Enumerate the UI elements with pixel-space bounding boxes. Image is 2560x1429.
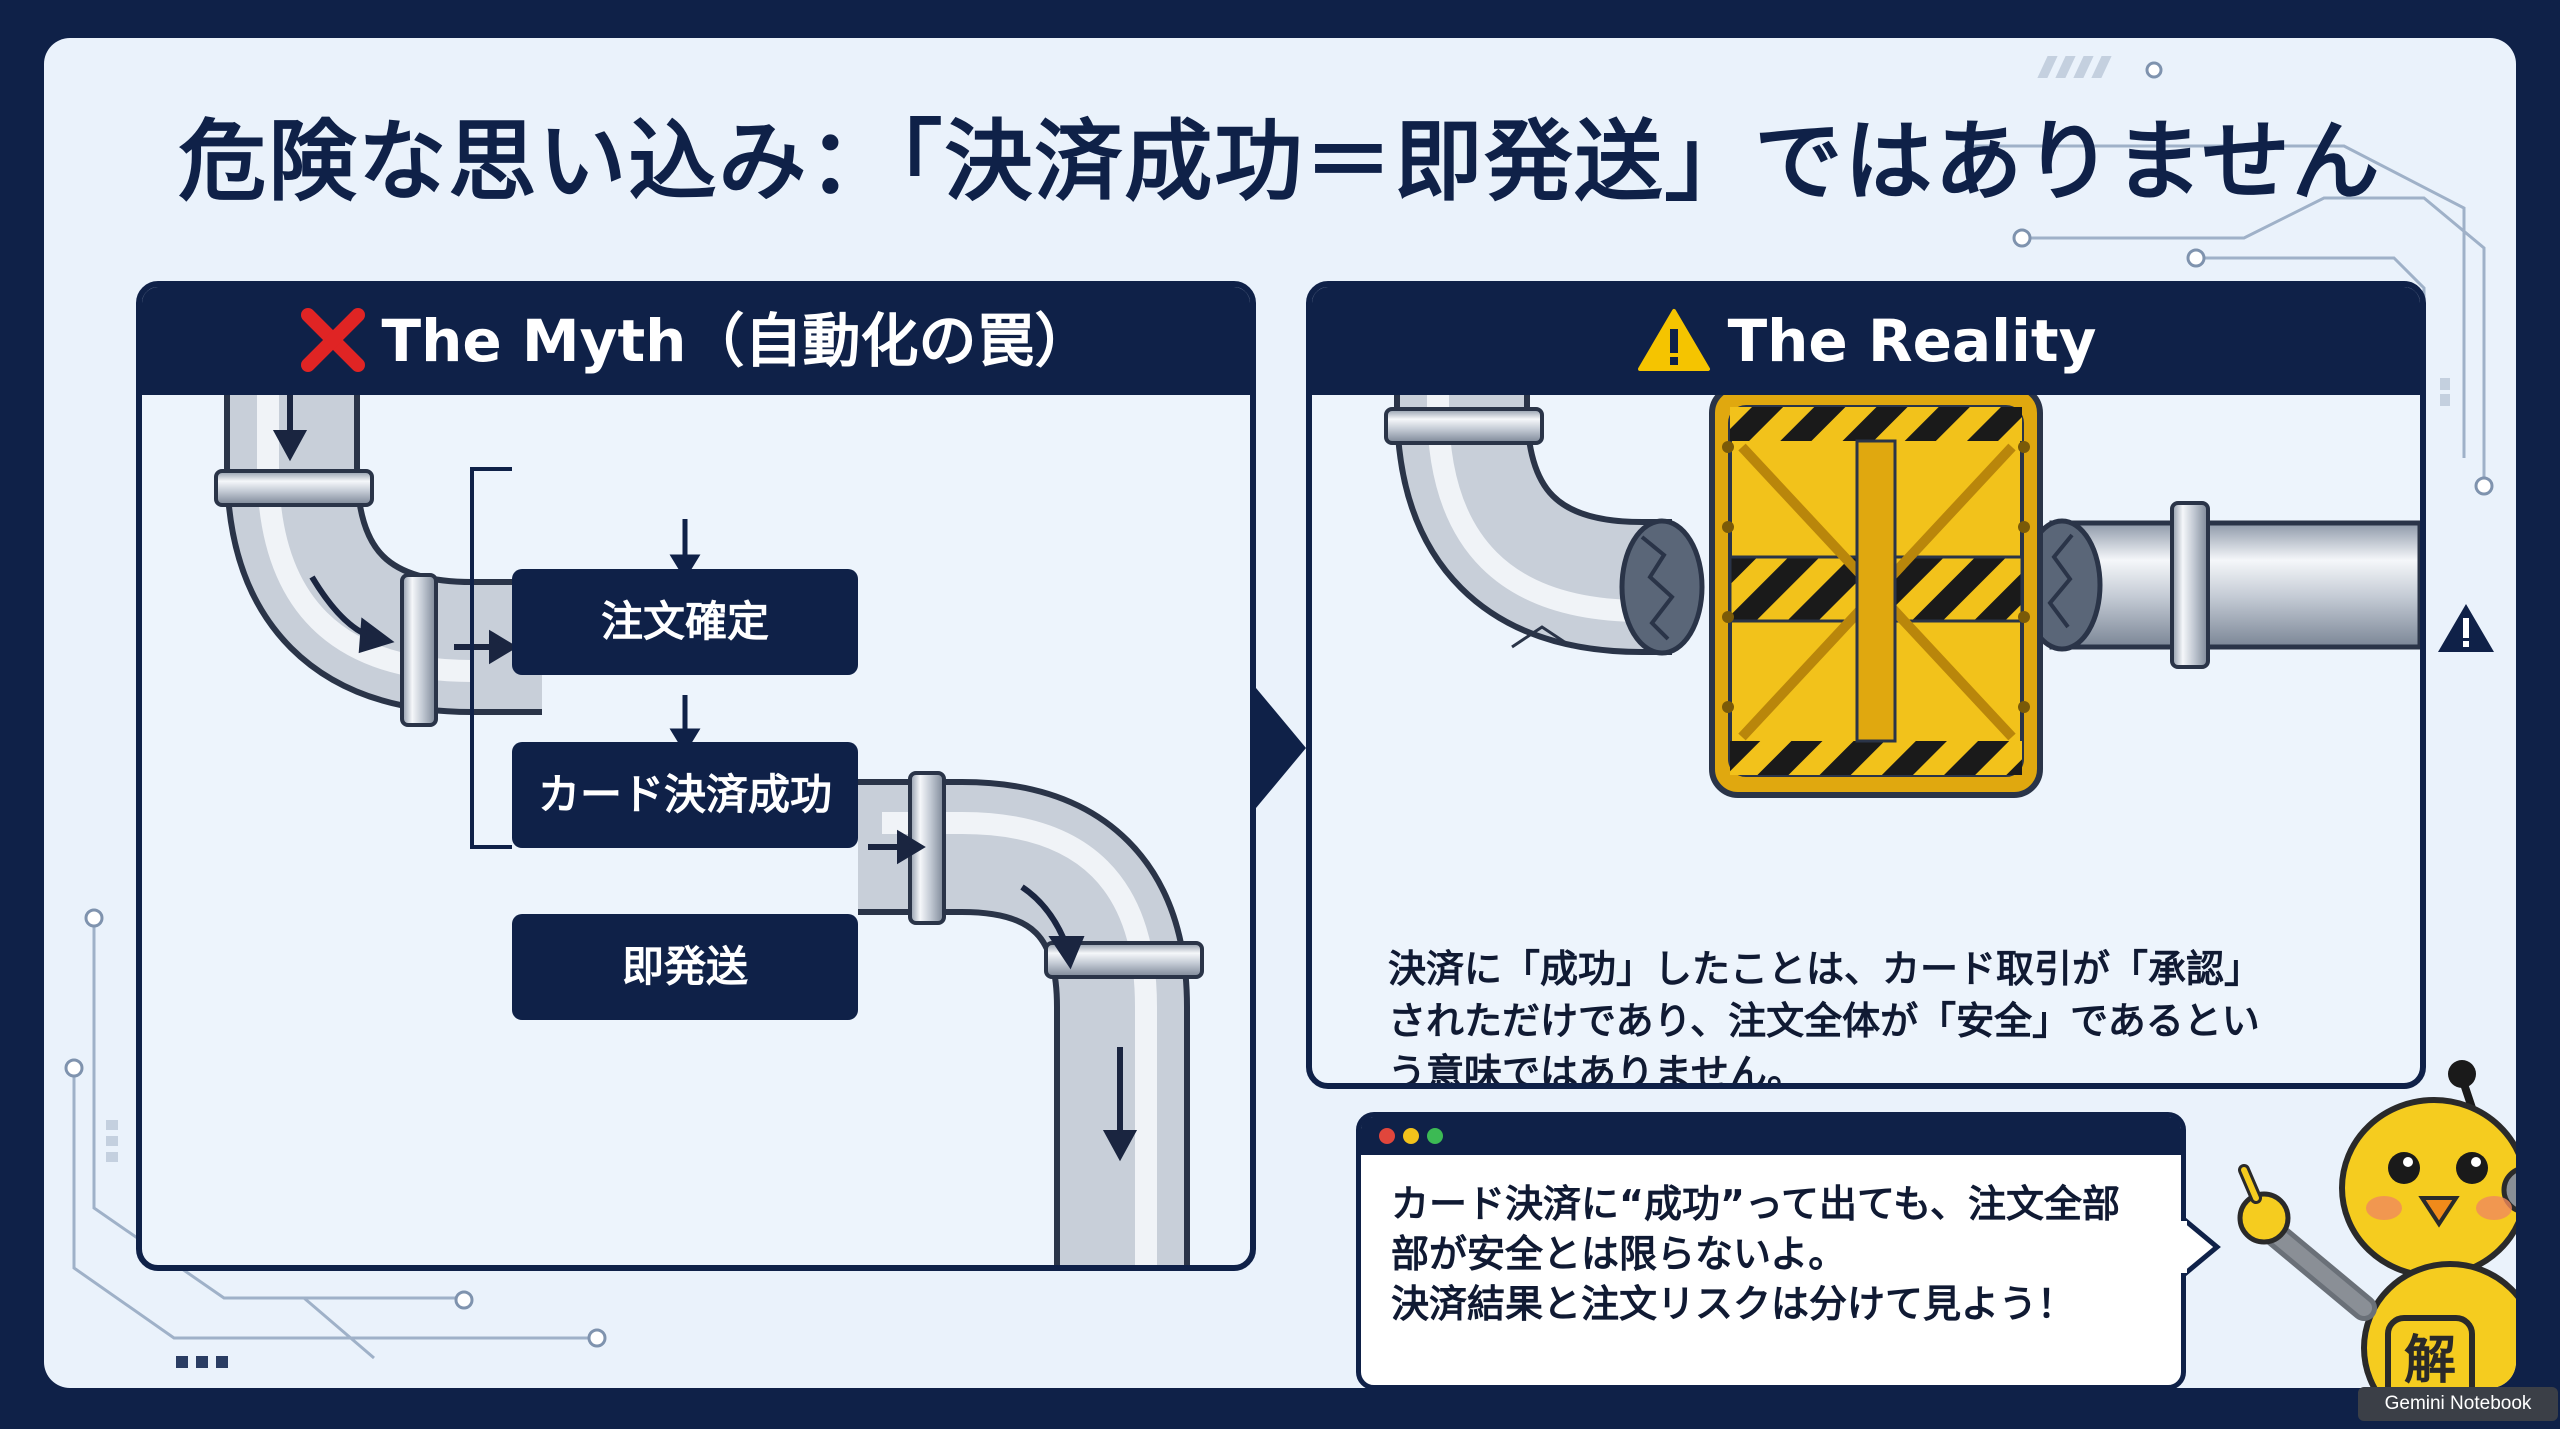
myth-header: The Myth（自動化の罠） [142, 287, 1250, 395]
bubble-tail [2181, 1217, 2221, 1277]
watermark: Gemini Notebook [2358, 1387, 2558, 1421]
flow-step-immediate-shipping: 即発送 [512, 914, 858, 1020]
myth-pipe-illustration [214, 287, 1204, 1265]
transition-arrow-icon [1256, 688, 1306, 808]
myth-header-label: The Myth（自動化の罠） [381, 307, 1093, 375]
bubble-message: カード決済に“成功”って出ても、注文全部 部が安全とは限らないよ。 決済結果と注… [1391, 1179, 2171, 1329]
cross-icon [300, 307, 365, 372]
reality-panel: The Reality 決済に「成功」したことは、カード取引が「承認」 されただ… [1306, 281, 2426, 1089]
reality-line: 決済に「成功」したことは、カード取引が「承認」 [1388, 947, 2263, 991]
bubble-title-bar [1361, 1117, 2181, 1155]
reality-header: The Reality [1312, 287, 2420, 395]
page-title: 危険な思い込み：「決済成功＝即発送」ではありません [178, 110, 2382, 213]
side-warning-icon [2438, 604, 2494, 652]
green-dot-icon [1427, 1128, 1443, 1144]
warning-icon [1637, 308, 1710, 371]
bubble-line: 決済結果と注文リスクは分けて見よう！ [1391, 1282, 2076, 1326]
flow-step-payment-success: カード決済成功 [512, 742, 858, 848]
reality-explanation: 決済に「成功」したことは、カード取引が「承認」 されただけであり、注文全体が「安… [1388, 943, 2378, 1089]
slide: 危険な思い込み：「決済成功＝即発送」ではありません [44, 38, 2516, 1388]
broken-pipe-barrier-illustration [1384, 287, 2420, 798]
reality-line: う意味ではありません。 [1388, 1051, 1805, 1089]
yellow-dot-icon [1403, 1128, 1419, 1144]
reality-header-label: The Reality [1727, 307, 2097, 375]
myth-panel: The Myth（自動化の罠） 注文確定 カード決済成功 即発送 [136, 281, 1256, 1271]
red-dot-icon [1379, 1128, 1395, 1144]
mascot-badge: 解 [2404, 1331, 2456, 1388]
bubble-line: カード決済に“成功”って出ても、注文全部 [1391, 1182, 2121, 1226]
bubble-line: 部が安全とは限らないよ。 [1391, 1232, 1847, 1276]
robot-mascot: 解 [2237, 1060, 2516, 1388]
circuit-decoration [64, 56, 2494, 1368]
flow-step-order-confirmed: 注文確定 [512, 569, 858, 675]
hazard-barrier [1709, 384, 2043, 798]
speech-bubble: カード決済に“成功”って出ても、注文全部 部が安全とは限らないよ。 決済結果と注… [1356, 1112, 2221, 1388]
reality-line: されただけであり、注文全体が「安全」であるとい [1388, 999, 2260, 1043]
